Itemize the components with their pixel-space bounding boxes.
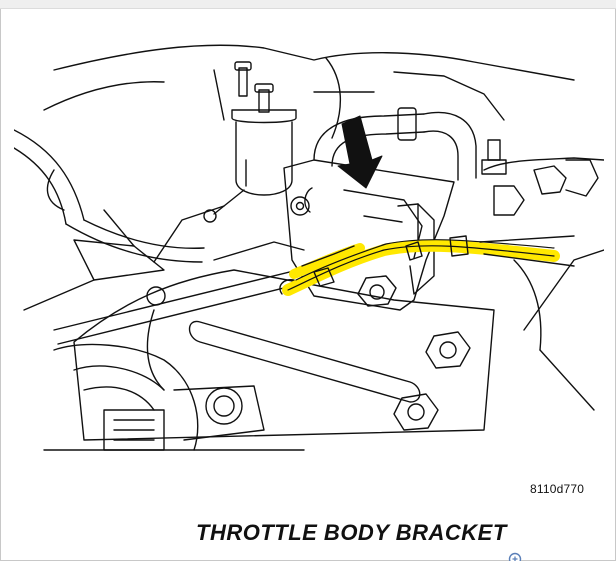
canister: [231, 61, 297, 196]
zoom-icon[interactable]: [508, 552, 522, 561]
bolt-center: [357, 275, 397, 307]
figure-code: 8110d770: [530, 482, 585, 496]
left-hoses: [14, 129, 225, 311]
down-arrow-icon: [337, 115, 383, 189]
engine-top-outline: [43, 44, 575, 139]
bolt-right: [425, 331, 471, 369]
linkage-rod: [53, 265, 317, 345]
alternator: [43, 343, 305, 451]
viewer-top-edge: [0, 0, 616, 9]
figure-caption: THROTTLE BODY BRACKET: [196, 520, 507, 545]
lower-bracket: [73, 241, 495, 441]
bolt-lower: [393, 393, 439, 431]
right-engine-block: [483, 157, 604, 411]
engine-bay-illustration: [14, 10, 604, 480]
highlighted-throttle-cables: [279, 235, 575, 296]
